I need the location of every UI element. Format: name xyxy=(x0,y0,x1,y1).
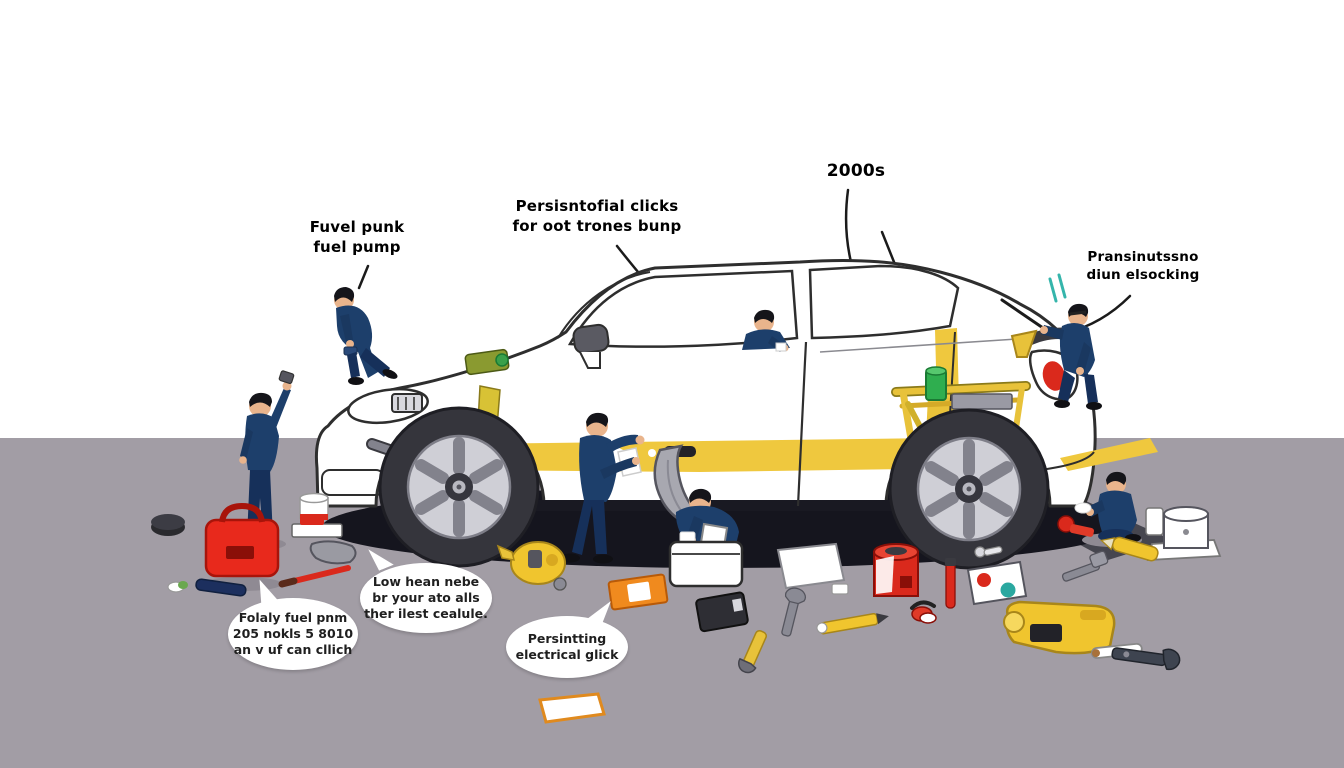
a-pillar-line xyxy=(557,271,651,339)
teal-marks xyxy=(1048,273,1067,303)
yellow-funnel xyxy=(1010,329,1038,358)
pipe-bracket xyxy=(951,393,1013,410)
dark-wrench xyxy=(1111,647,1181,671)
green-knob xyxy=(495,353,509,367)
small-bolt2 xyxy=(974,546,1003,558)
rear-window xyxy=(808,264,960,340)
red-goggles xyxy=(910,600,937,624)
label-transmission: Pransinutssno diun elsocking xyxy=(1087,249,1200,285)
speech-bubble-low-oil: Low hean nebe br your ato alls ther iles… xyxy=(360,563,492,633)
door-seam xyxy=(796,341,808,507)
orange-book xyxy=(607,573,669,611)
white-tray xyxy=(776,542,846,590)
speech-bubble-fuel-pump: Folaly fuel pnm 205 nokls 5 8010 an v uf… xyxy=(228,598,358,670)
orange-rim-tray xyxy=(538,692,606,724)
speech-bubble-electrical: Persintting electrical glick xyxy=(506,616,628,678)
yellow-pencil xyxy=(816,612,889,635)
black-device xyxy=(695,591,749,633)
mechanic-in-window xyxy=(742,309,790,352)
bolt xyxy=(553,577,567,591)
rear-lower-streak xyxy=(1060,438,1158,471)
white-cup xyxy=(299,492,329,520)
label-line: for oot trones bunp xyxy=(512,217,682,235)
label-line: Pransinutssno xyxy=(1087,249,1199,266)
blue-marker xyxy=(195,578,247,597)
rear-wheel xyxy=(890,410,1048,568)
door-dot xyxy=(648,449,656,457)
car-details xyxy=(321,264,1095,507)
mirror-stem xyxy=(579,351,601,369)
gray-mallet xyxy=(1061,550,1109,582)
tools-right xyxy=(1003,506,1222,671)
tail-light-red xyxy=(1042,361,1066,391)
red-stick xyxy=(945,561,956,609)
mechanic-at-hatch xyxy=(1000,298,1102,410)
red-oil-can xyxy=(873,543,919,597)
red-tool xyxy=(1057,515,1075,533)
label-line: Fuvel punk xyxy=(309,218,405,237)
yellow-chisel xyxy=(1100,536,1159,562)
fuel-pump-leader-line xyxy=(357,264,370,290)
yellow-machine xyxy=(1003,600,1116,655)
rear-bumper-line xyxy=(1039,451,1095,471)
label-line: fuel pump xyxy=(313,238,401,256)
front-wheel xyxy=(378,406,540,568)
label-era: 2000s xyxy=(827,160,885,182)
mechanic-on-hood xyxy=(334,287,398,385)
white-parts-box xyxy=(966,560,1028,606)
white-book xyxy=(291,523,343,538)
under-sill-shadow xyxy=(425,500,1000,511)
tools-left xyxy=(151,492,357,597)
red-item xyxy=(300,517,324,525)
label-fuel-pump: Fuvel punk fuel pump xyxy=(310,218,405,258)
gray-wrench xyxy=(781,587,806,637)
white-container-box xyxy=(668,540,744,588)
label-persistent-clicks: Persisntofial clicks for oot trones bunp xyxy=(513,197,682,237)
eraser xyxy=(831,583,849,595)
yellow-oil-can xyxy=(496,541,566,585)
front-window xyxy=(567,269,799,348)
gray-engine-part xyxy=(309,540,357,565)
era-leader-line xyxy=(844,188,853,264)
beltline-crease xyxy=(819,337,1033,353)
tools-right-center xyxy=(776,542,1028,637)
white-can xyxy=(1145,507,1164,536)
yellow-wrench xyxy=(737,629,767,674)
side-mirror xyxy=(572,323,610,355)
mechanic-at-door xyxy=(560,412,645,564)
tools-center xyxy=(496,541,767,724)
label-line: diun elsocking xyxy=(1086,267,1200,283)
label-line: 2000s xyxy=(826,160,886,181)
label-line: Persisntofial clicks xyxy=(515,197,679,216)
